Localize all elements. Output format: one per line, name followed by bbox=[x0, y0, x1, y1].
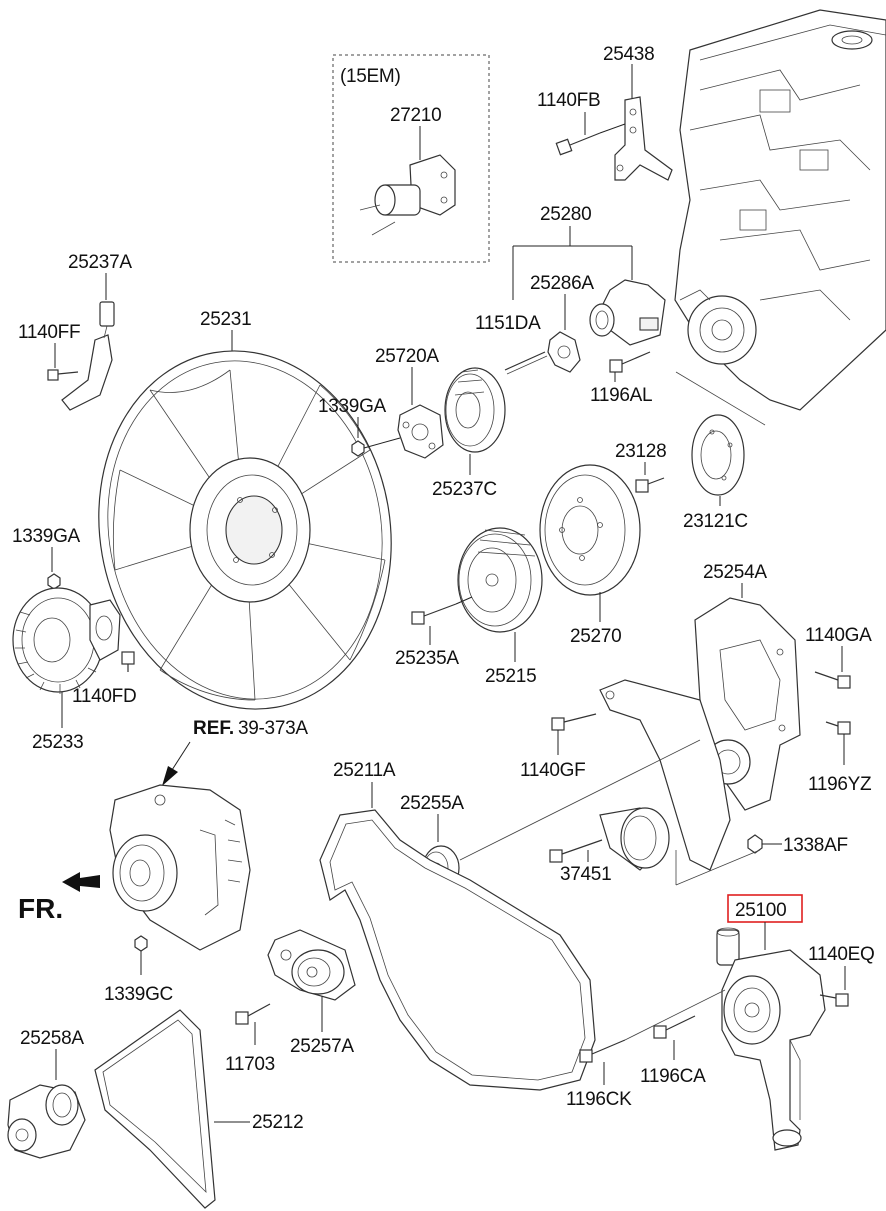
part-25211A-belt bbox=[319, 809, 596, 1091]
label-25231: 25231 bbox=[200, 309, 251, 330]
part-25231-fan bbox=[98, 350, 392, 710]
part-1140EQ-bolt bbox=[819, 993, 849, 1007]
front-direction-label: FR. bbox=[18, 893, 63, 924]
label-25235A: 25235A bbox=[395, 648, 459, 669]
part-1140GA-bolt bbox=[814, 671, 851, 689]
part-1339GA-nut-left bbox=[47, 573, 61, 590]
label-23128: 23128 bbox=[615, 441, 666, 462]
part-25258A-tensioner bbox=[7, 1084, 86, 1159]
part-37451-bolt bbox=[549, 839, 603, 863]
label-25212: 25212 bbox=[252, 1112, 303, 1133]
label-1196CK: 1196CK bbox=[566, 1089, 632, 1110]
part-1140GF-bolt bbox=[551, 713, 597, 731]
part-27210-actuator bbox=[359, 154, 456, 236]
label-1140FF: 1140FF bbox=[18, 322, 80, 343]
part-25233-fan-clutch bbox=[12, 587, 121, 694]
part-25237C-pulley bbox=[444, 367, 506, 453]
part-1196CA-bolt bbox=[653, 1015, 696, 1039]
part-1151DA-stud bbox=[504, 351, 548, 375]
part-1140FB-bolt bbox=[555, 132, 601, 156]
label-15em: (15EM) bbox=[340, 66, 401, 87]
front-arrow-icon bbox=[62, 872, 100, 892]
part-25235A-bolt bbox=[411, 603, 457, 625]
part-1140FD-bolt bbox=[121, 651, 135, 672]
part-25212-belt bbox=[94, 1009, 216, 1209]
part-1339GA-nut-top bbox=[351, 440, 365, 457]
label-1140FB: 1140FB bbox=[537, 90, 600, 111]
part-25286A-flange bbox=[547, 331, 581, 373]
label-25257A: 25257A bbox=[290, 1036, 354, 1057]
label-25215: 25215 bbox=[485, 666, 536, 687]
ref-label: REF. bbox=[193, 718, 234, 739]
label-37451: 37451 bbox=[560, 864, 611, 885]
engine-block bbox=[674, 9, 886, 411]
label-25438: 25438 bbox=[603, 44, 654, 65]
label-1140GA: 1140GA bbox=[805, 625, 872, 646]
label-1140EQ: 1140EQ bbox=[808, 944, 875, 965]
label-25258A: 25258A bbox=[20, 1028, 84, 1049]
label-25233: 25233 bbox=[32, 732, 83, 753]
label-1151DA: 1151DA bbox=[475, 313, 541, 334]
part-23121C-plate bbox=[691, 414, 745, 496]
part-25438-bracket bbox=[614, 96, 673, 181]
part-25100-water-pump bbox=[716, 927, 826, 1151]
label-25255A: 25255A bbox=[400, 793, 464, 814]
part-1196YZ-bolt bbox=[825, 721, 851, 735]
part-1339GC-nut bbox=[134, 935, 148, 952]
part-1196AL-bolt bbox=[609, 351, 651, 373]
part-25257A-tensioner bbox=[267, 929, 356, 1001]
part-1196CK-bolt bbox=[579, 1039, 626, 1063]
label-1196AL: 1196AL bbox=[590, 385, 652, 406]
label-1338AF: 1338AF bbox=[783, 835, 848, 856]
ref-number: 39-373A bbox=[238, 718, 308, 739]
label-25254A: 25254A bbox=[703, 562, 767, 583]
15em-option-box bbox=[332, 54, 490, 263]
label-25237A: 25237A bbox=[68, 252, 132, 273]
part-23128-bolt bbox=[635, 477, 665, 493]
part-25280-actuator bbox=[589, 279, 666, 346]
label-1140GF: 1140GF bbox=[520, 760, 585, 781]
alternator bbox=[109, 784, 251, 951]
label-1196YZ: 1196YZ bbox=[808, 774, 872, 795]
label-25720A: 25720A bbox=[375, 346, 439, 367]
label-25100: 25100 bbox=[735, 900, 786, 921]
label-25286A: 25286A bbox=[530, 273, 594, 294]
part-25237A-sensor bbox=[61, 301, 115, 411]
part-25270-damper bbox=[539, 464, 641, 596]
part-11703-bolt bbox=[235, 1003, 271, 1025]
label-27210: 27210 bbox=[390, 105, 441, 126]
part-25215-pulley bbox=[457, 527, 543, 633]
label-1339GC: 1339GC bbox=[104, 984, 173, 1005]
label-1339GA-left: 1339GA bbox=[12, 526, 81, 547]
label-11703: 11703 bbox=[225, 1054, 275, 1075]
label-25211A: 25211A bbox=[333, 760, 396, 781]
label-25237C: 25237C bbox=[432, 479, 497, 500]
part-25720A-hub bbox=[397, 404, 444, 459]
label-25270: 25270 bbox=[570, 626, 621, 647]
label-23121C: 23121C bbox=[683, 511, 748, 532]
part-idler-on-bracket bbox=[620, 807, 670, 869]
label-1140FD: 1140FD bbox=[72, 686, 136, 707]
label-1196CA: 1196CA bbox=[640, 1066, 706, 1087]
label-25280: 25280 bbox=[540, 204, 591, 225]
part-1140FF-bolt bbox=[47, 369, 79, 381]
label-1339GA-top: 1339GA bbox=[318, 396, 387, 417]
part-1338AF-nut bbox=[747, 834, 763, 854]
